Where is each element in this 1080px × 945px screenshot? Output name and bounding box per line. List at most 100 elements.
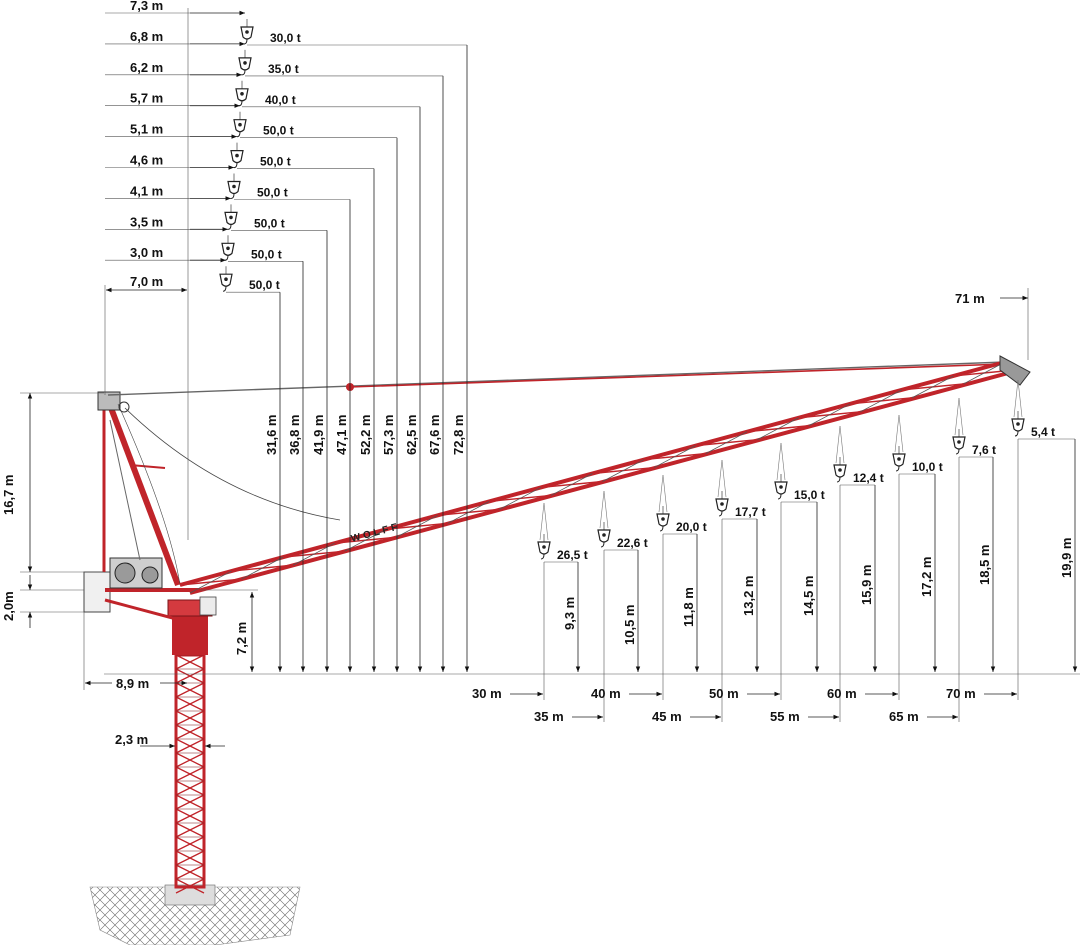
steep-position: 5,7 m 50,0 t 57,3 m bbox=[105, 91, 400, 672]
hook-block-icon bbox=[537, 534, 551, 560]
max-radius-label: 71 m bbox=[955, 291, 985, 306]
radius-label: 4,1 m bbox=[130, 183, 163, 198]
radius-label: 65 m bbox=[889, 709, 919, 724]
hook-block-icon bbox=[224, 204, 238, 230]
steep-position: 3,0 m 50,0 t 31,6 m bbox=[105, 245, 283, 672]
height-label: 57,3 m bbox=[381, 415, 396, 455]
hook-block-icon bbox=[238, 49, 252, 76]
luffing-ropes bbox=[107, 361, 1006, 586]
radius-label: 60 m bbox=[827, 686, 857, 701]
height-label: 62,5 m bbox=[404, 415, 419, 455]
jib-position: 26,5 t 9,3 m 30 m bbox=[472, 502, 588, 701]
height-label: 17,2 m bbox=[919, 557, 934, 597]
height-label: 18,5 m bbox=[977, 545, 992, 585]
steep-position: 5,1 m50,0 t52,2 m bbox=[105, 122, 377, 672]
radius-label: 40 m bbox=[591, 686, 621, 701]
load-label: 50,0 t bbox=[254, 216, 285, 230]
radius-label: 7,3 m bbox=[130, 0, 163, 13]
jib-position: 20,0 t11,8 m40 m bbox=[591, 474, 707, 701]
hook-block-icon bbox=[656, 506, 670, 532]
load-label: 40,0 t bbox=[265, 93, 296, 107]
height-label: 67,6 m bbox=[427, 415, 442, 455]
a-frame-height-label: 16,7 m bbox=[1, 475, 16, 515]
load-label: 10,0 t bbox=[912, 460, 943, 474]
load-label: 30,0 t bbox=[270, 31, 301, 45]
height-label: 9,3 m bbox=[562, 597, 577, 630]
radius-label: 45 m bbox=[652, 709, 682, 724]
pivot-height-label: 7,2 m bbox=[234, 622, 249, 655]
tower-width-label: 2,3 m bbox=[115, 732, 148, 747]
height-label: 72,8 m bbox=[451, 415, 466, 455]
steep-position: 4,1 m 50,0 t 41,9 m bbox=[105, 183, 330, 672]
load-label: 50,0 t bbox=[249, 278, 280, 292]
steep-position: 6,2 m 40,0 t 62,5 m bbox=[105, 60, 423, 672]
radius-label: 5,1 m bbox=[130, 122, 163, 137]
steep-position: 3,5 m50,0 t36,8 m bbox=[105, 214, 306, 672]
radius-label: 55 m bbox=[770, 709, 800, 724]
counter-jib-height-label: 2,0m bbox=[1, 591, 16, 621]
radius-label: 3,5 m bbox=[130, 214, 163, 229]
load-label: 50,0 t bbox=[251, 247, 282, 261]
radius-label: 35 m bbox=[534, 709, 564, 724]
height-label: 19,9 m bbox=[1059, 538, 1074, 578]
load-label: 50,0 t bbox=[257, 186, 288, 200]
load-label: 20,0 t bbox=[676, 520, 707, 534]
steep-position: 7,3 m 30,0 t 72,8 m bbox=[105, 0, 470, 672]
hook-block-icon bbox=[233, 111, 247, 138]
hook-block-icon bbox=[240, 19, 254, 45]
hook-block-icon bbox=[227, 173, 241, 199]
hook-block-icon bbox=[774, 474, 788, 500]
hook-block-icon bbox=[892, 446, 906, 472]
steep-position: 7,0 m bbox=[104, 274, 187, 395]
hook-block-icon bbox=[715, 491, 729, 517]
tower bbox=[167, 599, 213, 894]
radius-label: 4,6 m bbox=[130, 153, 163, 168]
jib-position: 22,6 t 10,5 m 35 m bbox=[534, 490, 648, 724]
height-label: 14,5 m bbox=[801, 576, 816, 616]
hook-block-icon bbox=[597, 522, 611, 548]
load-label: 15,0 t bbox=[794, 488, 825, 502]
height-label: 15,9 m bbox=[859, 565, 874, 605]
load-label: 50,0 t bbox=[263, 124, 294, 138]
radius-label: 6,2 m bbox=[130, 60, 163, 75]
load-label: 5,4 t bbox=[1031, 425, 1055, 439]
steep-position: 6,8 m 35,0 t 67,6 m bbox=[105, 29, 446, 672]
height-label: 47,1 m bbox=[334, 415, 349, 455]
hook-block-icon bbox=[1011, 411, 1025, 437]
radius-label: 30 m bbox=[472, 686, 502, 701]
hook-block-icon bbox=[235, 80, 249, 107]
height-label: 41,9 m bbox=[311, 415, 326, 455]
load-label: 35,0 t bbox=[268, 62, 299, 76]
load-label: 7,6 t bbox=[972, 443, 996, 457]
radius-label: 3,0 m bbox=[130, 245, 163, 260]
steep-position: 4,6 m 50,0 t 47,1 m bbox=[105, 153, 353, 672]
radius-label: 7,0 m bbox=[130, 274, 163, 289]
radius-label: 50 m bbox=[709, 686, 739, 701]
hook-block-icon bbox=[230, 142, 244, 169]
load-label: 26,5 t bbox=[557, 548, 588, 562]
foundation bbox=[89, 884, 301, 945]
height-label: 10,5 m bbox=[622, 605, 637, 645]
jib-position: 17,7 t13,2 m45 m bbox=[652, 459, 766, 724]
jib-position: 5,4 t 19,9 m 70 m bbox=[946, 379, 1078, 701]
hook-block-icon bbox=[833, 457, 847, 483]
height-label: 31,6 m bbox=[264, 415, 279, 455]
radius-label: 70 m bbox=[946, 686, 976, 701]
load-label: 22,6 t bbox=[617, 536, 648, 550]
radius-label: 6,8 m bbox=[130, 29, 163, 44]
a-frame bbox=[97, 391, 181, 587]
load-label: 17,7 t bbox=[735, 505, 766, 519]
steep-positions: 7,3 m 30,0 t 72,8 m 6,8 m 35,0 t 67,6 m 6,2 m 4… bbox=[104, 0, 470, 672]
load-label: 12,4 t bbox=[853, 471, 884, 485]
load-label: 50,0 t bbox=[260, 155, 291, 169]
jib-position: 10,0 t 17,2 m 60 m bbox=[827, 414, 943, 701]
jib-position: 7,6 t 18,5 m 65 m bbox=[889, 397, 996, 724]
jib-position: 15,0 t 14,5 m 50 m bbox=[709, 442, 825, 701]
radius-label: 5,7 m bbox=[130, 91, 163, 106]
dimensions: 71 m 16,7 m 2,0m 7,2 m 8,9 m 2,3 m bbox=[1, 288, 1029, 749]
hook-block-icon bbox=[221, 235, 235, 261]
jib-position: 12,4 t 15,9 m 55 m bbox=[770, 425, 884, 724]
tail-radius-label: 8,9 m bbox=[116, 676, 149, 691]
jib: WOLFF bbox=[179, 355, 1031, 595]
